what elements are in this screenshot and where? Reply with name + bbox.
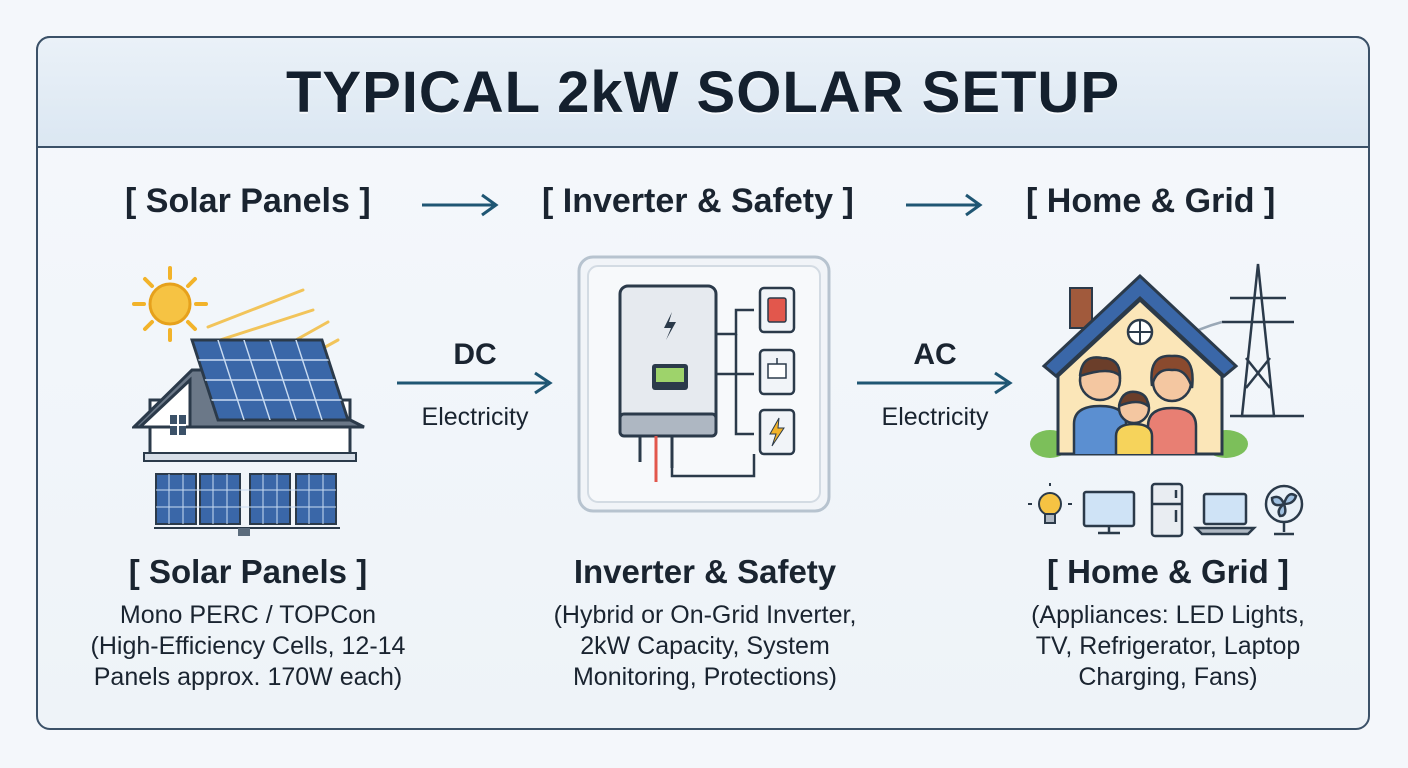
stage-header-solar: [ Solar Panels ]	[125, 182, 371, 220]
stage-header-inverter: [ Inverter & Safety ]	[542, 182, 854, 220]
stage-header-home: [ Home & Grid ]	[1026, 182, 1276, 220]
caption-solar-line-2: (High-Efficiency Cells, 12-14	[90, 632, 406, 660]
sun-icon	[132, 266, 340, 364]
fridge-icon	[1150, 482, 1184, 538]
caption-solar-line-1: Mono PERC / TOPCon	[119, 601, 377, 629]
house-solar-icon	[132, 338, 365, 462]
caption-inverter-title: Inverter & Safety	[573, 553, 837, 590]
caption-home-line-1: (Appliances: LED Lights,	[1031, 601, 1305, 629]
solar-panel-array-icon	[154, 473, 340, 536]
appliances-row	[1028, 482, 1304, 538]
caption-home-line-2: TV, Refrigerator, Laptop	[1035, 632, 1301, 660]
header-arrow-2	[906, 193, 983, 217]
power-tower-icon	[1181, 263, 1304, 418]
fan-icon	[1264, 484, 1304, 536]
flow-label-ac: AC	[913, 338, 957, 371]
caption-solar-title: [ Solar Panels ]	[128, 553, 368, 590]
flow-sub-ac: Electricity	[881, 403, 989, 431]
inverter-panel	[577, 255, 831, 513]
caption-home-title: [ Home & Grid ]	[1046, 553, 1289, 590]
caption-solar-body: Mono PERC / TOPCon (High-Efficiency Cell…	[48, 600, 448, 693]
title-bar: TYPICAL 2kW SOLAR SETUP	[36, 36, 1370, 148]
tv-icon	[1082, 490, 1136, 535]
caption-home-body: (Appliances: LED Lights, TV, Refrigerato…	[968, 600, 1368, 693]
caption-inverter-line-1: (Hybrid or On-Grid Inverter,	[553, 601, 857, 629]
family-home-icon	[1030, 263, 1304, 458]
flow-sub-dc: Electricity	[421, 403, 529, 431]
caption-inverter-body: (Hybrid or On-Grid Inverter, 2kW Capacit…	[505, 600, 905, 693]
caption-solar-line-3: Panels approx. 170W each)	[93, 663, 403, 691]
surge-protector-icon	[758, 408, 796, 456]
laptop-icon	[1192, 492, 1258, 536]
header-arrow-1	[422, 193, 499, 217]
caption-inverter-line-3: Monitoring, Protections)	[572, 663, 837, 691]
inverter-icon	[618, 284, 718, 482]
page-title: TYPICAL 2kW SOLAR SETUP	[285, 59, 1121, 125]
ac-arrow	[857, 371, 1013, 395]
caption-inverter-line-2: 2kW Capacity, System	[580, 632, 830, 660]
breaker-icon	[758, 286, 796, 334]
meter-icon	[758, 348, 796, 396]
flow-label-dc: DC	[453, 338, 497, 371]
dc-arrow	[397, 371, 553, 395]
bulb-icon	[1028, 483, 1072, 524]
caption-home-line-3: Charging, Fans)	[1078, 663, 1258, 691]
